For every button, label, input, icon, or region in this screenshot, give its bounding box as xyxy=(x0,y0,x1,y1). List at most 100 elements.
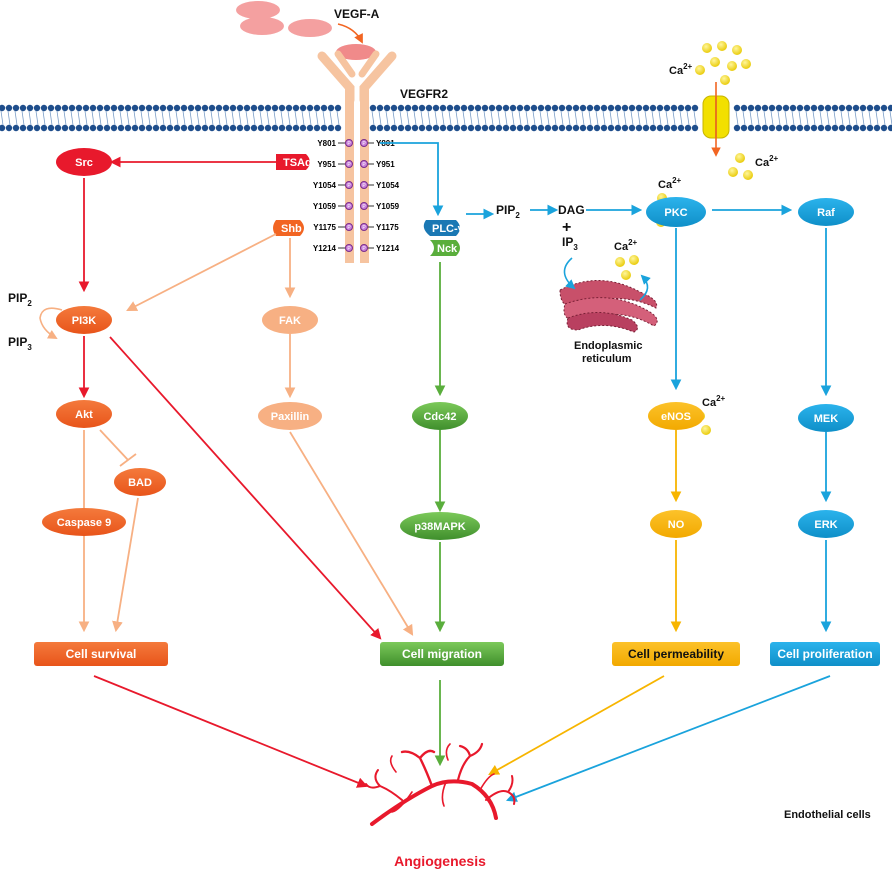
svg-text:Caspase 9: Caspase 9 xyxy=(57,517,111,529)
svg-text:Shb: Shb xyxy=(281,223,302,235)
svg-text:PLC-γ: PLC-γ xyxy=(432,223,465,235)
endoplasmic-reticulum xyxy=(559,280,658,333)
phosphate-marker xyxy=(345,181,353,189)
dag-label: DAG xyxy=(558,203,585,217)
erk-node: ERK xyxy=(798,510,854,538)
ca-label-outside: Ca2+ xyxy=(669,62,693,77)
er-label-line2: reticulum xyxy=(582,353,632,365)
phosphosite-label-right: Y1054 xyxy=(376,181,400,190)
svg-text:MEK: MEK xyxy=(814,413,839,425)
cell-proliferation-box: Cell proliferation xyxy=(770,642,880,666)
phosphate-marker-label: P xyxy=(362,246,366,252)
p38mapk-node: p38MAPK xyxy=(400,512,480,540)
enos-node: eNOS xyxy=(648,402,704,430)
phosphate-marker xyxy=(360,181,368,189)
svg-text:Cell survival: Cell survival xyxy=(66,647,137,661)
phosphate-marker-label: P xyxy=(362,162,366,168)
svg-text:PI3K: PI3K xyxy=(72,315,97,327)
svg-text:ERK: ERK xyxy=(814,519,837,531)
phosphate-marker-label: P xyxy=(347,246,351,252)
ca-label-er: Ca2+ xyxy=(614,238,638,253)
phosphate-marker-label: P xyxy=(362,225,366,231)
bad-node: BAD xyxy=(114,468,166,496)
phosphosite-label-left: Y1214 xyxy=(313,244,337,253)
tsad-adaptor: TSAd xyxy=(276,154,312,170)
cell-permeability-box: Cell permeability xyxy=(612,642,740,666)
plcg-adaptor: PLC-γ xyxy=(423,220,465,236)
svg-text:Paxillin: Paxillin xyxy=(271,411,310,423)
phosphate-marker xyxy=(345,160,353,168)
svg-text:Cdc42: Cdc42 xyxy=(423,411,456,423)
cell-migration-box: Cell migration xyxy=(380,642,504,666)
svg-text:BAD: BAD xyxy=(128,477,152,489)
akt-node: Akt xyxy=(56,400,112,428)
phosphate-marker xyxy=(360,202,368,210)
phosphosite-label-right: Y1175 xyxy=(376,223,399,232)
phosphosite-label-right: Y1059 xyxy=(376,202,400,211)
ca-label-pkc: Ca2+ xyxy=(658,176,682,191)
fak-node: FAK xyxy=(262,306,318,334)
phosphate-marker-label: P xyxy=(347,183,351,189)
svg-text:FAK: FAK xyxy=(279,315,301,327)
phosphate-marker xyxy=(360,139,368,147)
phosphosite-label-right: Y951 xyxy=(376,160,395,169)
phosphate-marker-label: P xyxy=(362,183,366,189)
raf-node: Raf xyxy=(798,198,854,226)
phosphosite-label-left: Y801 xyxy=(317,139,336,148)
phosphate-marker xyxy=(345,139,353,147)
pip2-left-label: PIP2 xyxy=(8,291,32,308)
blood-vessel-icon xyxy=(365,742,516,826)
cell-survival-box: Cell survival xyxy=(34,642,168,666)
svg-text:Cell permeability: Cell permeability xyxy=(628,647,724,661)
phosphate-marker xyxy=(360,160,368,168)
phosphate-marker-label: P xyxy=(347,162,351,168)
no-node: NO xyxy=(650,510,702,538)
svg-text:NO: NO xyxy=(668,519,685,531)
svg-text:Src: Src xyxy=(75,157,93,169)
svg-text:Raf: Raf xyxy=(817,207,835,219)
plus-sign: + xyxy=(562,219,571,236)
angiogenesis-label: Angiogenesis xyxy=(394,853,486,869)
phosphosite-label-left: Y1059 xyxy=(313,202,337,211)
phosphate-marker xyxy=(345,223,353,231)
svg-text:p38MAPK: p38MAPK xyxy=(414,521,465,533)
cell-membrane xyxy=(0,104,892,132)
vegfr2-label: VEGFR2 xyxy=(400,87,448,101)
ip3-label: IP3 xyxy=(562,235,578,252)
phosphosite-label-right: Y1214 xyxy=(376,244,400,253)
svg-text:Cell proliferation: Cell proliferation xyxy=(777,647,872,661)
svg-text:TSAd: TSAd xyxy=(283,157,312,169)
pi3k-node: PI3K xyxy=(56,306,112,334)
er-label-line1: Endoplasmic xyxy=(574,340,642,352)
endothelial-cells-label: Endothelial cells xyxy=(784,809,871,821)
pkc-node: PKC xyxy=(646,197,706,227)
svg-text:Akt: Akt xyxy=(75,409,93,421)
ca-label-inside: Ca2+ xyxy=(755,154,779,169)
calcium-ions xyxy=(615,41,753,435)
phosphate-marker xyxy=(360,223,368,231)
phosphate-marker-label: P xyxy=(347,141,351,147)
phosphate-marker xyxy=(345,244,353,252)
mek-node: MEK xyxy=(798,404,854,432)
src-node: Src xyxy=(56,148,112,176)
phosphate-marker-label: P xyxy=(347,204,351,210)
phosphate-marker xyxy=(345,202,353,210)
svg-text:Nck: Nck xyxy=(437,243,458,255)
phosphosite-label-left: Y951 xyxy=(317,160,336,169)
shb-adaptor: Shb xyxy=(273,220,304,236)
phosphate-marker-label: P xyxy=(347,225,351,231)
caspase9-node: Caspase 9 xyxy=(42,508,126,536)
phosphate-marker xyxy=(360,244,368,252)
pip3-left-label: PIP3 xyxy=(8,335,32,352)
cdc42-node: Cdc42 xyxy=(412,402,468,430)
svg-text:Cell migration: Cell migration xyxy=(402,647,482,661)
pathway-arrows xyxy=(39,142,832,802)
paxillin-node: Paxillin xyxy=(258,402,322,430)
vegf-a-label: VEGF-A xyxy=(334,7,380,21)
svg-text:eNOS: eNOS xyxy=(661,411,691,423)
svg-text:PKC: PKC xyxy=(664,207,687,219)
phosphate-marker-label: P xyxy=(362,141,366,147)
